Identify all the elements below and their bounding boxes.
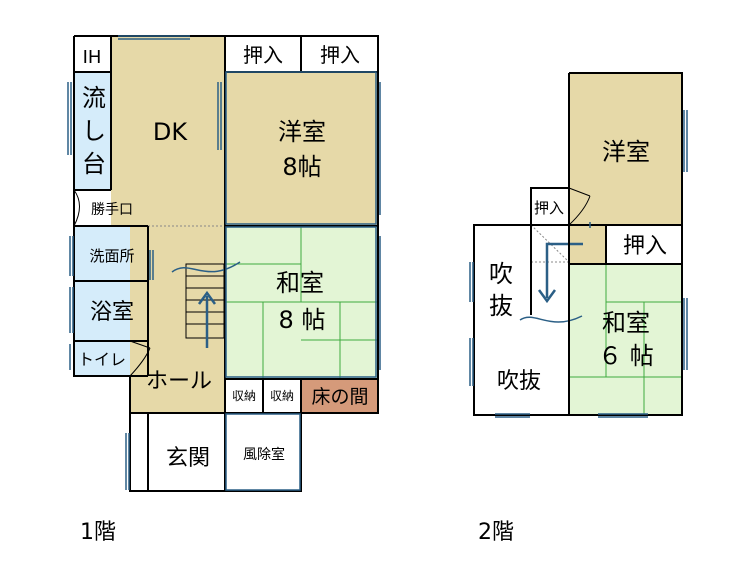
windows-1f [67,35,381,491]
dk-room [111,36,225,226]
entrance-label: 玄関 [166,446,210,471]
toilet-label: トイレ [78,350,126,369]
hall-label: ホール [146,369,212,394]
japanese-room-2f-size: ６ 帖 [598,342,654,370]
western-room-2f-label: 洋室 [602,138,650,166]
windbreak-label: 風除室 [243,446,285,463]
storage-b [263,379,301,413]
ih-label: IH [83,47,102,68]
western-room-1f [225,72,378,226]
closet-b [301,36,378,72]
stair-arrow-head-2f [537,289,557,304]
walls-2f [473,72,683,416]
dotted-lines-2f [530,224,570,263]
closet-a [225,36,301,72]
stair-arrow-head-1f [197,290,217,305]
back-door-label: 勝手口 [91,202,133,218]
storage-a [225,379,263,413]
storage-b-label: 収納 [270,389,294,403]
western-room-1f-label: 洋室 [278,118,326,146]
doors-1f [73,189,151,377]
bath-label: 浴室 [90,300,134,325]
sink-label-2: し [82,117,106,145]
closet-small-2f [531,188,569,225]
closet-b-label: 押入 [320,43,360,67]
void-lower-label: 吹抜 [497,369,541,394]
floor-2-label: 2階 [478,520,514,545]
windows-2f [469,110,688,418]
western-room-2f [569,73,682,225]
closet-2f-label: 押入 [623,234,667,259]
entrance [130,413,225,491]
ih-area [74,36,111,72]
sink-area [74,72,111,190]
walls-1f [73,35,379,492]
stair-break-line-1f [171,261,241,273]
western-room-1f-size: 8帖 [282,153,321,181]
sink-label-3: 台 [82,150,106,178]
sink-label-1: 流 [82,84,106,112]
tatami-lines-1f [225,226,378,379]
japanese-room-1f-size: 8 帖 [279,306,326,334]
japanese-room-2f-label: 和室 [602,309,650,337]
void-upper-label-2: 抜 [489,292,513,320]
floor-1: IH 流 し 台 DK 押入 押入 洋室 8帖 勝手口 洗面所 浴室 トイレ 和… [67,35,381,545]
floor-2: 洋室 押入 押入 吹 抜 吹抜 和室 ６ 帖 2階 [469,72,688,545]
dk-label: DK [153,118,188,146]
floor-1-label: 1階 [80,520,116,545]
washroom-label: 洗面所 [89,247,134,265]
japanese-room-2f [569,264,682,415]
japanese-room-1f-label: 和室 [276,269,324,297]
void-upper-label-1: 吹 [489,260,513,288]
doors-2f [568,187,591,226]
stair-arrow-2f [545,242,583,298]
toilet [74,341,130,376]
void-2f [474,225,569,415]
closet-2f [606,225,682,264]
tatami-lines-2f [569,264,682,415]
storage-a-label: 収納 [232,389,256,403]
closet-small-2f-label: 押入 [534,199,564,217]
closet-a-label: 押入 [243,43,283,67]
tokonoma-label: 床の間 [311,386,368,408]
windbreak-room [225,413,301,491]
tokonoma [301,379,378,413]
stair-break-line-2f [519,315,583,323]
